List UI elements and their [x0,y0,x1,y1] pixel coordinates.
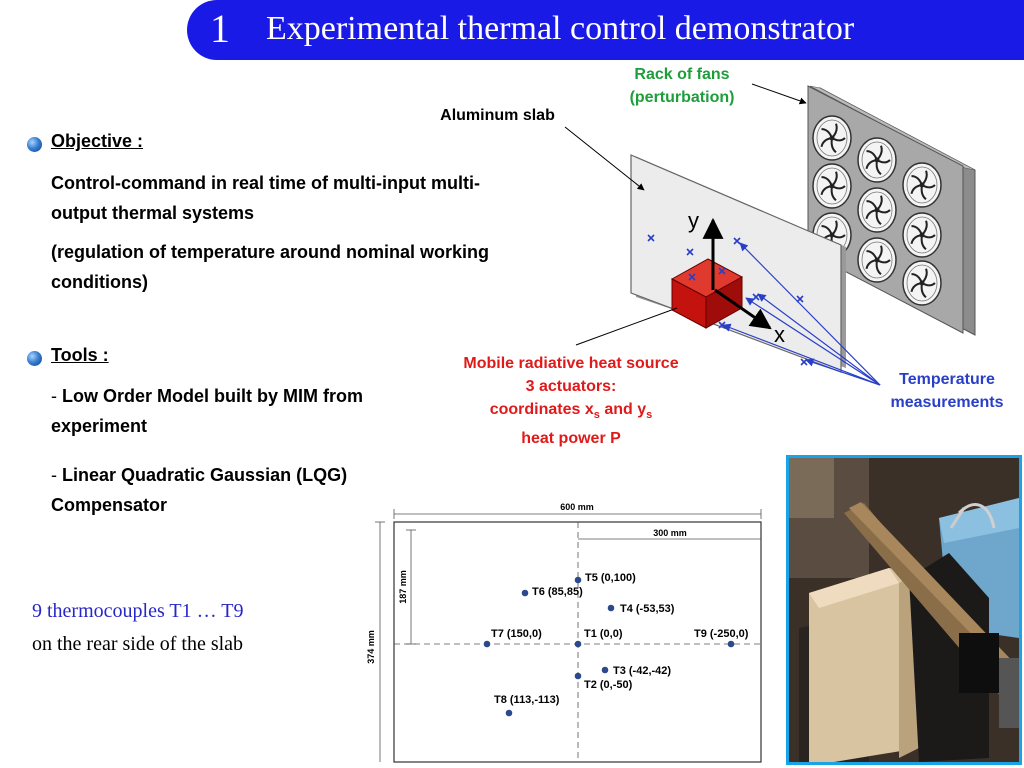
rack-leader [751,83,807,105]
temperature-leader-line [739,242,881,386]
fan-grid [812,115,942,306]
tools-item-dash: - [51,465,62,485]
slab-outline [393,521,762,763]
thermocouple-point-t2 [574,672,582,680]
thermocouple-label-t4: T4 (-53,53) [620,603,675,615]
sensor-cross-icon [686,248,694,256]
heat-source-line4: heat power P [521,430,621,448]
tools-heading: Tools : [51,345,109,365]
fan-icon [857,137,897,183]
y-axis-label: y [688,208,699,233]
experiment-photo-image [789,458,1019,762]
thermocouple-label-t1: T1 (0,0) [584,628,623,640]
objective-subtext: (regulation of temperature around nomina… [51,242,490,292]
rack-label: Rack of fans (perturbation) [612,63,752,109]
rack-label-line2: (perturbation) [629,89,735,106]
thermocouple-label-t8: T8 (113,-113) [494,694,560,706]
objective-heading: Objective : [51,131,144,151]
thermocouple-point-t7 [483,640,491,648]
temperature-leaders [722,242,881,386]
fan-icon [902,212,942,258]
slab-leader [564,126,645,191]
subscript: s [646,409,653,422]
heat-source-line1: Mobile radiative heat source [463,355,679,372]
thermocouple-point-t6 [521,589,529,597]
fan-icon [902,260,942,306]
sensor-cross-icon [647,234,655,242]
fan-icon [902,162,942,208]
width-label: 600 mm [560,502,594,512]
heat-source-line3: coordinates xs and ys [430,398,712,427]
fan-icon [857,237,897,283]
bullet-icon [27,137,42,152]
x-axis-label: x [774,322,785,347]
rack-label-line1: Rack of fans [634,66,730,83]
thermocouple-point-t9 [727,640,735,648]
coord-text: coordinates x [489,401,594,418]
sensor-cross-icon [718,267,726,275]
fan-icon [812,163,852,209]
slab-label: Aluminum slab [440,107,555,124]
tools-item-lom: - Low Order Model built by MIM from expe… [51,381,401,441]
thermocouples-caption: 9 thermocouples T1 … T9 [32,600,244,622]
thermocouple-point-t5 [574,576,582,584]
thermocouple-point-t8 [505,709,513,717]
fan-icon [812,115,852,161]
temperature-line2: measurements [890,394,1004,411]
temperature-line1: Temperature [899,371,995,388]
x-axis-arrow [714,288,772,330]
tools-item-text: Linear Quadratic Gaussian (LQG) Compensa… [51,465,348,515]
thermocouple-label-t5: T5 (0,100) [585,572,636,584]
thermocouple-label-t3: T3 (-42,-42) [613,665,671,677]
experiment-photo [786,455,1022,765]
slide-number: 1 [210,6,230,51]
thermocouple-point-t4 [607,604,615,612]
thermocouple-point-t1 [574,640,582,648]
thermocouple-label-t2: T2 (0,-50) [584,679,633,691]
temperature-leader-line [722,323,881,386]
tools-item-dash: - [51,386,62,406]
subscript: s [593,409,600,422]
objective-text: Control-command in real time of multi-in… [51,173,480,223]
temperature-leader-line [757,293,881,386]
thermocouple-label-t7: T7 (150,0) [491,628,542,640]
thermocouple-label-t9: T9 (-250,0) [694,628,749,640]
fan-icon [857,187,897,233]
height-label: 374 mm [366,630,376,664]
heat-source-label: Mobile radiative heat source 3 actuators… [430,352,712,450]
sensor-cross-icon [688,273,696,281]
source-leader [575,307,678,346]
slab-plan-drawing: 600 mm 300 mm 374 mm 187 mm T5 (0,100) T… [366,502,762,763]
thermocouple-point-t3 [601,666,609,674]
fan-rack [807,85,976,336]
thermocouples-subcaption: on the rear side of the slab [32,633,244,655]
tools-item-text: Low Order Model built by MIM from experi… [51,386,363,436]
temperature-leader-line [745,297,881,386]
half-height-label: 187 mm [398,570,408,604]
half-width-label: 300 mm [653,528,687,538]
thermocouple-label-t6: T6 (85,85) [532,586,583,598]
coord-text: and y [599,401,647,418]
bullet-icon [27,351,42,366]
heat-source-line2: 3 actuators: [525,378,617,395]
tools-item-lqg: - Linear Quadratic Gaussian (LQG) Compen… [51,460,421,520]
title-banner [187,0,1024,60]
temperature-label: Temperature measurements [872,368,1022,414]
temperature-leader-line [805,358,881,386]
sensor-cross-icon [733,237,741,245]
slide-title: Experimental thermal control demonstrato… [266,10,855,47]
